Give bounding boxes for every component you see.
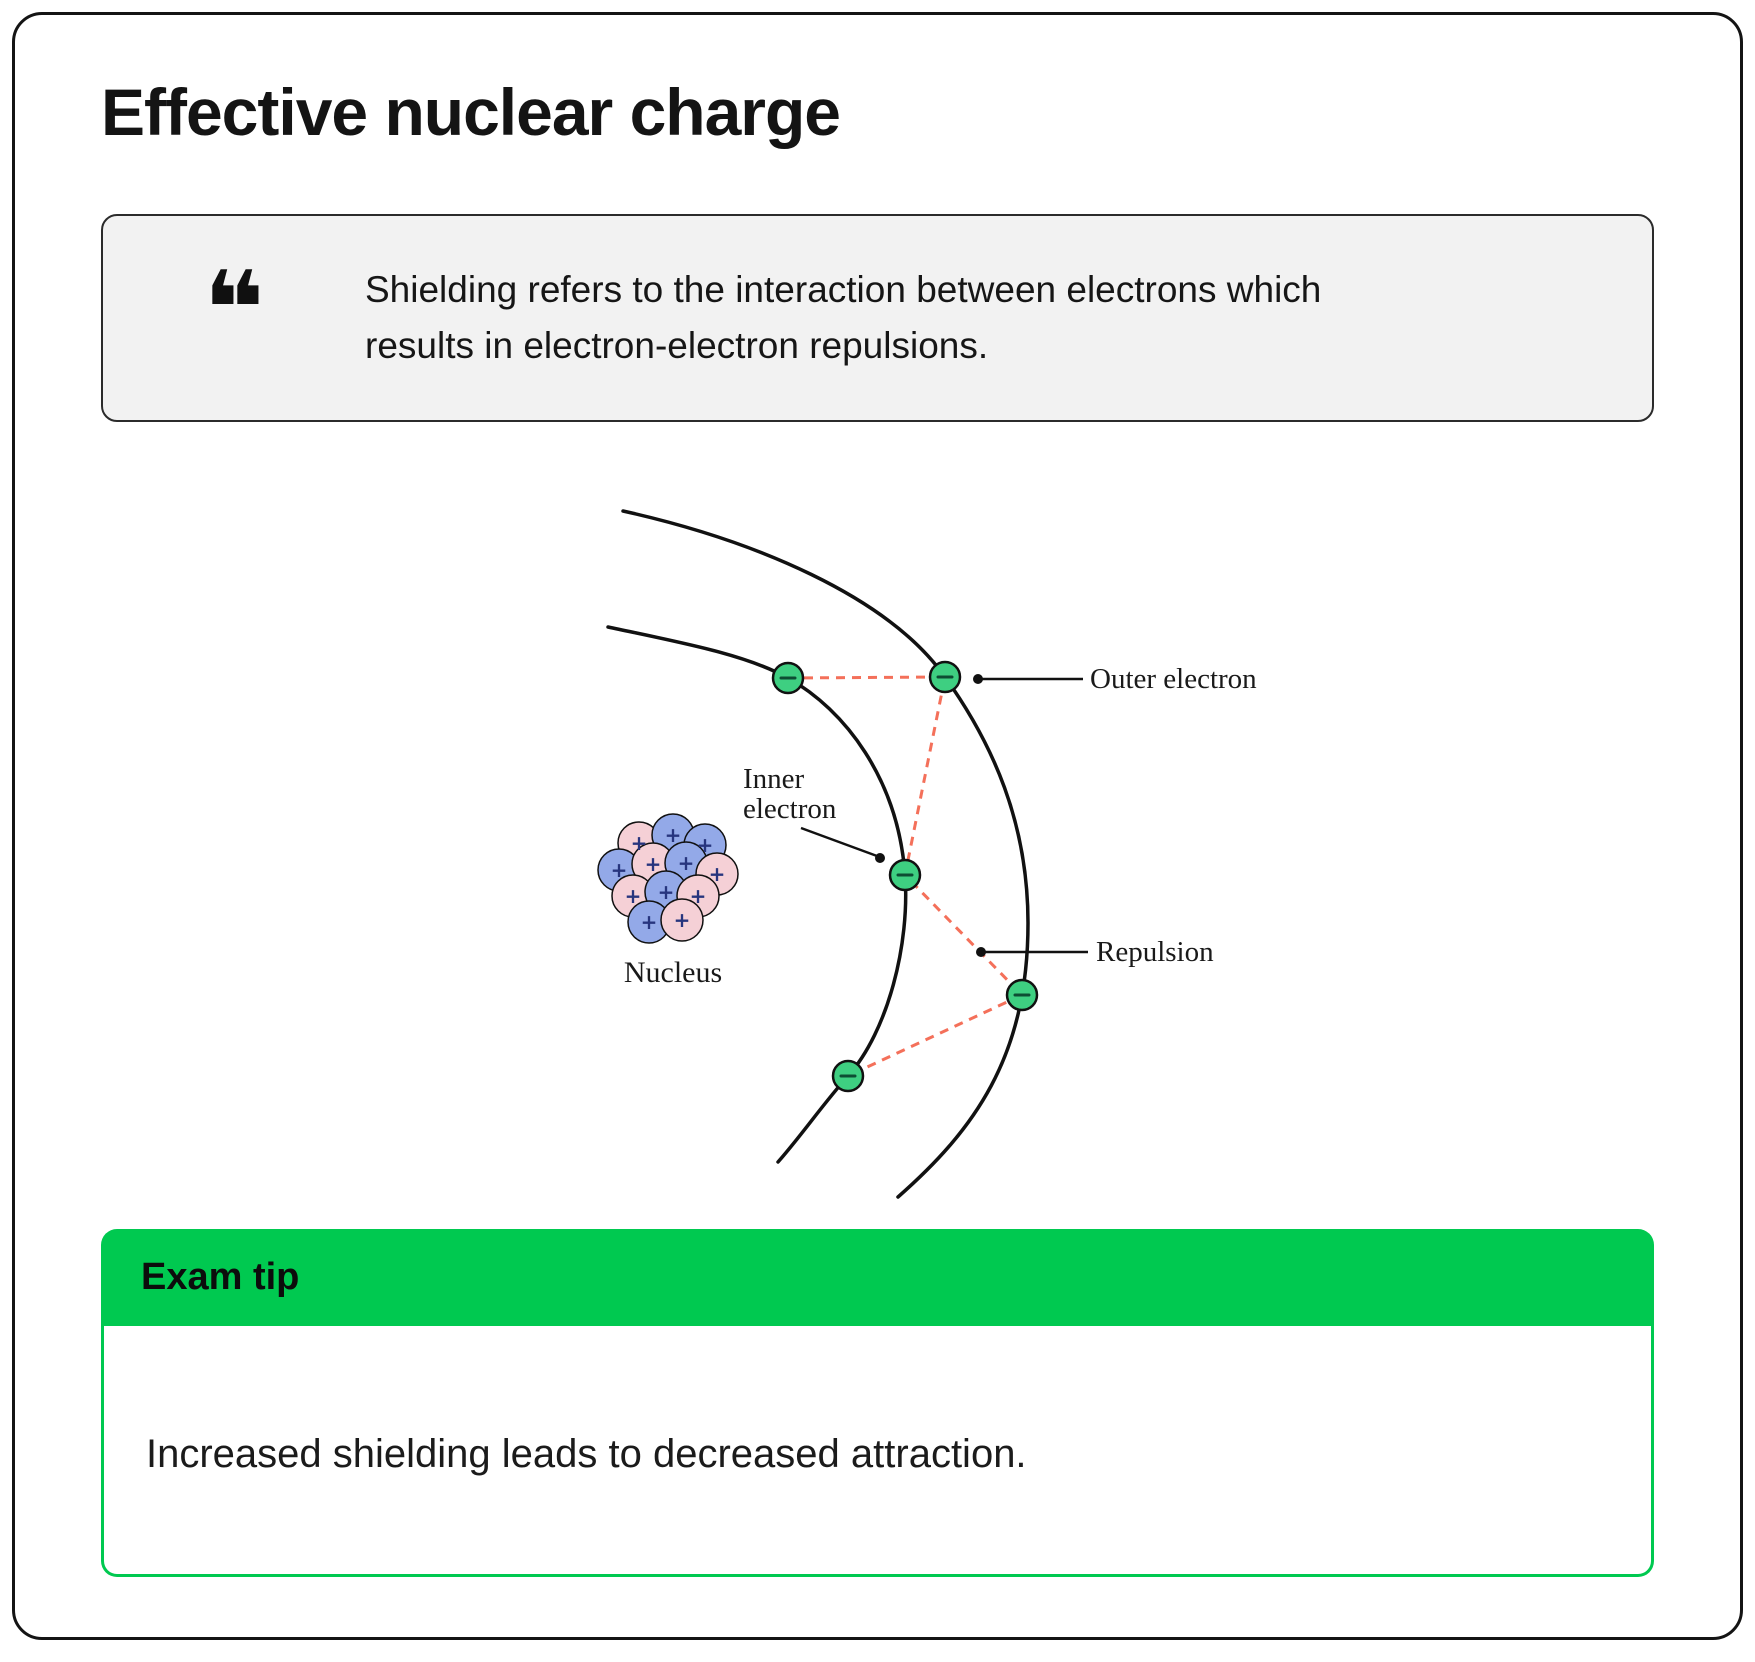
exam-tip-header: Exam tip bbox=[101, 1228, 1654, 1326]
plus-symbol: + bbox=[665, 823, 682, 847]
inner-middle-electron bbox=[888, 858, 922, 892]
inner-electron-label-line1: Inner bbox=[743, 763, 805, 795]
plus-symbol: + bbox=[674, 908, 691, 932]
diagram-svg: + + + + + + + + + + + + Nucleus bbox=[597, 509, 1257, 1199]
nucleus-cluster: + + + + + + + + + + + + bbox=[597, 813, 739, 944]
outer-electron-label: Outer electron bbox=[1090, 663, 1257, 695]
plus-symbol: + bbox=[611, 858, 628, 882]
outer-top-electron bbox=[928, 660, 962, 694]
nucleon bbox=[660, 898, 704, 942]
outer-electron-annotation: Outer electron bbox=[973, 663, 1257, 695]
exam-tip-text: Increased shielding leads to decreased a… bbox=[146, 1431, 1027, 1476]
plus-symbol: + bbox=[697, 833, 714, 857]
inner-bottom-electron bbox=[831, 1059, 865, 1093]
plus-symbol: + bbox=[625, 884, 642, 908]
nucleus-label: Nucleus bbox=[624, 956, 722, 989]
plus-symbol: + bbox=[645, 852, 662, 876]
shielding-diagram: + + + + + + + + + + + + Nucleus bbox=[433, 492, 1333, 1217]
plus-symbol: + bbox=[709, 862, 726, 886]
exam-tip-body: Increased shielding leads to decreased a… bbox=[101, 1325, 1654, 1577]
plus-symbol: + bbox=[658, 880, 675, 904]
electrons bbox=[771, 660, 1039, 1093]
inner-electron-label-line2: electron bbox=[743, 793, 837, 825]
quote-icon: ❝ bbox=[203, 247, 265, 370]
repulsion-annotation: Repulsion bbox=[976, 936, 1214, 968]
outer-lower-electron bbox=[1005, 978, 1039, 1012]
inner-electron-annotation: Inner electron bbox=[743, 763, 885, 863]
content-card: Effective nuclear charge ❝ Shielding ref… bbox=[12, 12, 1743, 1640]
plus-symbol: + bbox=[690, 884, 707, 908]
plus-symbol: + bbox=[641, 910, 658, 934]
outer-shell-arc bbox=[621, 509, 1030, 1199]
pointer-dot bbox=[875, 852, 885, 863]
exam-tip-title: Exam tip bbox=[141, 1255, 300, 1298]
quote-text: Shielding refers to the interaction betw… bbox=[365, 268, 1322, 366]
page: Effective nuclear charge ❝ Shielding ref… bbox=[0, 12, 1755, 1662]
page-title: Effective nuclear charge bbox=[101, 75, 841, 149]
quote-box: ❝ Shielding refers to the interaction be… bbox=[101, 213, 1654, 422]
plus-symbol: + bbox=[678, 851, 695, 875]
inner-top-electron bbox=[771, 661, 805, 695]
plus-symbol: + bbox=[631, 831, 648, 855]
repulsion-label: Repulsion bbox=[1096, 936, 1214, 968]
exam-tip-box: Exam tip Increased shielding leads to de… bbox=[101, 1228, 1654, 1577]
